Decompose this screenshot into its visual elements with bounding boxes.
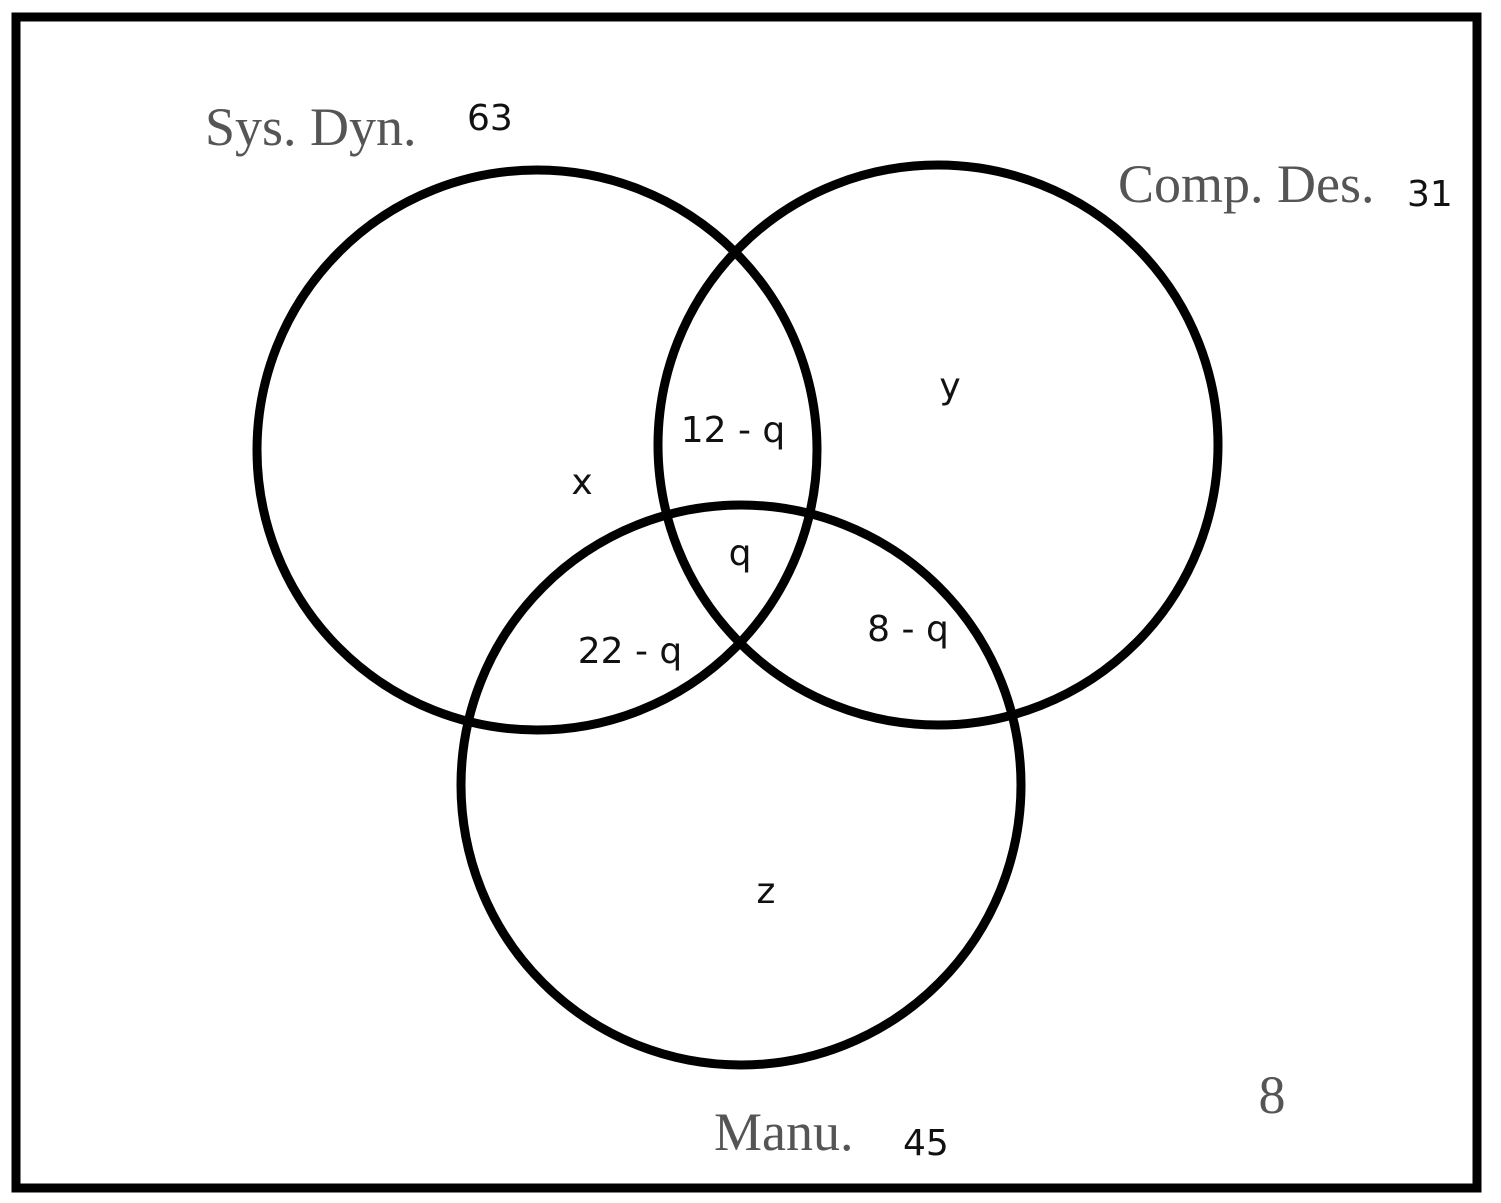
- manu-total: 45: [903, 1123, 949, 1164]
- sys-dyn-circle: [252, 165, 822, 735]
- region-comp-manu: 8 - q: [867, 609, 949, 650]
- comp-des-label: Comp. Des.: [1118, 154, 1375, 214]
- outside-count: 8: [1259, 1065, 1286, 1125]
- region-sys-dyn-only: x: [571, 462, 592, 503]
- comp-des-circle: [653, 160, 1223, 730]
- region-sys-manu: 22 - q: [578, 631, 683, 672]
- sys-dyn-total: 63: [467, 98, 513, 139]
- manu-label: Manu.: [714, 1102, 853, 1162]
- region-comp-des-only: y: [939, 366, 960, 407]
- region-manu-only: z: [757, 871, 776, 912]
- manu-circle: [456, 500, 1026, 1070]
- region-sys-comp: 12 - q: [681, 410, 786, 451]
- universe-frame: [11, 12, 1482, 1193]
- comp-des-total: 31: [1407, 174, 1453, 215]
- sys-dyn-label: Sys. Dyn.: [205, 97, 417, 157]
- region-all-three: q: [729, 533, 752, 574]
